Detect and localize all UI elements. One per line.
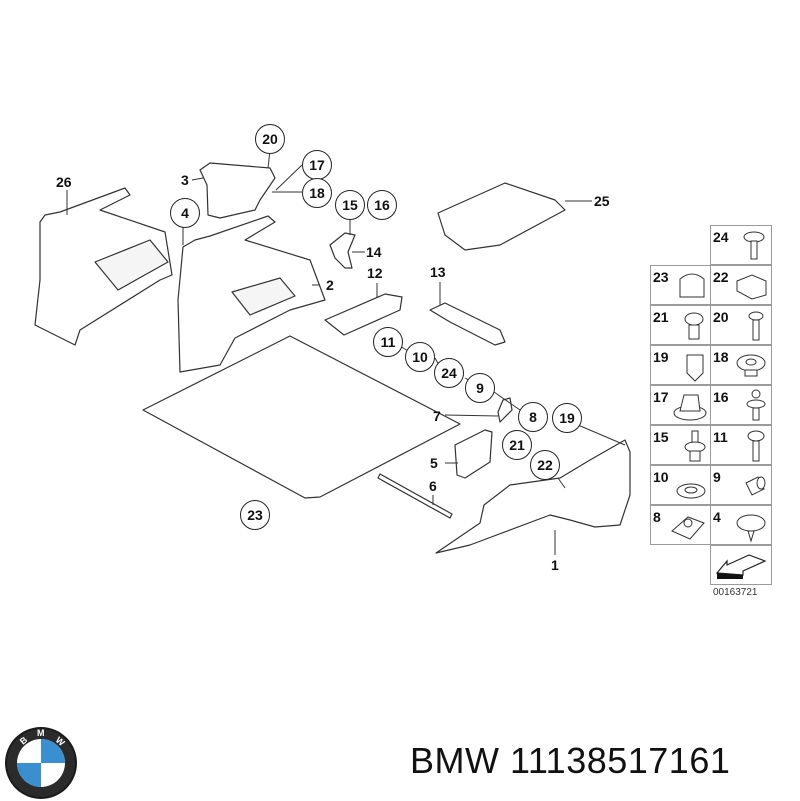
screw-cap-icon (743, 231, 765, 260)
fastener-cell: 24 (710, 225, 772, 265)
clip-nut-icon (736, 274, 767, 300)
grommet-icon (736, 354, 766, 377)
fastener-cell: 22 (710, 265, 772, 305)
callout-3: 3 (181, 172, 189, 188)
fir-tree-clip-icon (736, 514, 766, 543)
fastener-cell: 4 (710, 505, 772, 545)
direction-arrow-cell (710, 545, 772, 585)
callout-5: 5 (430, 455, 438, 471)
callout-17: 17 (302, 150, 332, 180)
fastener-cell: 21 (650, 305, 712, 345)
callout-13: 13 (430, 264, 446, 280)
fastener-number: 21 (653, 309, 669, 325)
side-trim-panel (435, 439, 631, 554)
fastener-cell: 15 (650, 425, 712, 465)
washer-icon (676, 483, 706, 499)
callout-1: 1 (551, 557, 559, 573)
diagram-code: 00163721 (713, 587, 758, 598)
part-number-title: BMW 11138517161 (410, 740, 731, 781)
cover-cap-icon (673, 394, 707, 421)
callout-9: 9 (465, 373, 495, 403)
storage-tray (199, 162, 276, 219)
bmw-logo: B M W (5, 727, 77, 799)
callout-7: 7 (433, 408, 441, 424)
callout-21: 21 (502, 430, 532, 460)
fastener-cell: 19 (650, 345, 712, 385)
fastener-cell: 8 (650, 505, 712, 545)
fastener-number: 23 (653, 269, 669, 285)
fastener-number: 17 (653, 389, 669, 405)
plug-icon (686, 354, 704, 382)
callout-10: 10 (405, 342, 435, 372)
fastener-number: 8 (653, 509, 661, 525)
callout-25: 25 (594, 193, 610, 209)
fastener-cell: 23 (650, 265, 712, 305)
tapping-screw-icon (747, 430, 765, 462)
callout-11: 11 (373, 327, 403, 357)
fastener-grid: 24 23 22 21 20 19 18 17 16 15 11 10 9 8 … (650, 225, 775, 585)
fastener-number: 11 (713, 429, 728, 445)
callout-14: 14 (366, 244, 382, 260)
expanding-rivet-icon (684, 430, 706, 462)
direction-arrow-icon (715, 554, 767, 579)
holder-bracket (497, 397, 513, 423)
spacer-sleeve-icon (745, 476, 766, 496)
screw-icon (748, 311, 764, 341)
fastener-cell: 17 (650, 385, 712, 425)
fastener-number: 20 (713, 309, 729, 325)
callout-4: 4 (170, 198, 200, 228)
fastener-number: 22 (713, 269, 729, 285)
fastener-cell: 16 (710, 385, 772, 425)
callout-22: 22 (530, 450, 560, 480)
fastener-number: 4 (713, 509, 721, 525)
cover-strip (324, 293, 403, 336)
fastener-cell: 9 (710, 465, 772, 505)
trim-strip (429, 302, 506, 346)
callout-24: 24 (434, 358, 464, 388)
floor-tray (437, 182, 566, 251)
fastener-cell: 11 (710, 425, 772, 465)
callout-23: 23 (240, 500, 270, 530)
fastener-number: 10 (653, 469, 669, 485)
svg-text:M: M (37, 728, 45, 738)
fastener-number: 18 (713, 349, 729, 365)
fastener-cell: 10 (650, 465, 712, 505)
callout-6: 6 (429, 478, 437, 494)
fastener-number: 9 (713, 469, 721, 485)
svg-text:B: B (18, 734, 30, 746)
callout-2: 2 (326, 277, 334, 293)
callout-16: 16 (367, 190, 397, 220)
expansion-rivet-icon (684, 312, 704, 340)
cap-nut-icon (679, 273, 705, 298)
fastener-number: 19 (653, 349, 669, 365)
spring-nut-icon (671, 516, 705, 540)
fastener-number: 24 (713, 229, 729, 245)
callout-12: 12 (367, 265, 383, 281)
floor-mat (142, 335, 461, 499)
fastener-number: 16 (713, 389, 729, 405)
push-rivet-icon (746, 389, 766, 421)
seal-strip (377, 473, 453, 519)
callout-20: 20 (255, 124, 285, 154)
callout-8: 8 (518, 402, 548, 432)
callout-15: 15 (335, 190, 365, 220)
fastener-cell: 20 (710, 305, 772, 345)
callout-18: 18 (302, 178, 332, 208)
callout-19: 19 (552, 403, 582, 433)
fastener-number: 15 (653, 429, 669, 445)
bracket (329, 232, 356, 269)
cover-flap (454, 429, 493, 479)
callout-26: 26 (56, 174, 72, 190)
fastener-cell: 18 (710, 345, 772, 385)
